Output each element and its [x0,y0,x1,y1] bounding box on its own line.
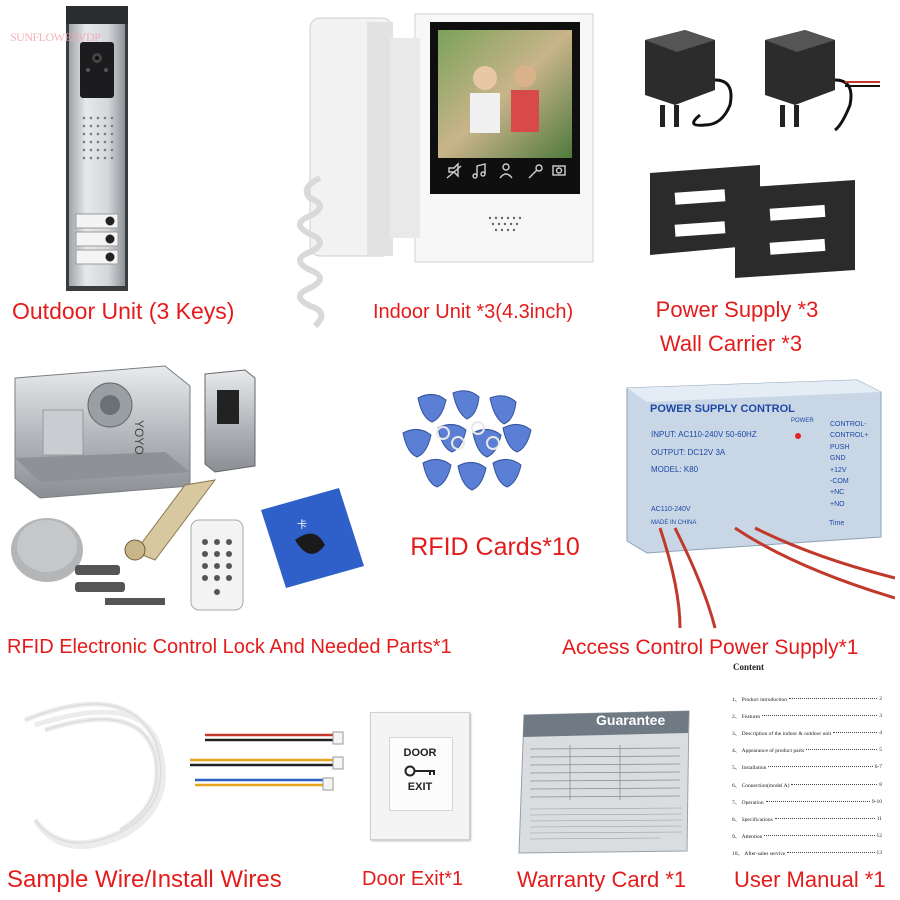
psu-ac-label: AC110-240V [651,506,691,513]
toc-row: 9、 Attention 12 [732,828,882,845]
lock-brand: YOYO [132,420,146,455]
toc-label: 2、 Features [732,713,761,720]
user-manual-page: Content 1、 Product introduction 2 2、 Fea… [720,660,895,865]
camera-icon[interactable] [552,165,566,176]
psu-power-led-label: POWER [791,418,814,424]
indoor-caption: Indoor Unit *3(4.3inch) [373,301,574,323]
toc-page: 6-7 [874,764,882,771]
monitor-icon[interactable] [499,163,513,179]
manual-toc: 1、 Product introduction 2 2、 Features 3 … [732,690,882,862]
toc-label: 9、 Attention [732,834,763,841]
outdoor-unit [66,6,128,291]
terminal-label: +NC [830,489,845,497]
door-exit-caption: Door Exit*1 [362,868,464,890]
psu-time-label: Time [829,520,845,527]
toc-page: 13 [876,850,883,857]
toc-row: 7、 Operation 9-10 [732,793,882,810]
psu-made-in: MADE IN CHINA [651,520,697,526]
psu-input: INPUT: AC110-240V 50-60HZ [651,430,757,439]
toc-page: 5 [879,747,882,754]
warranty-card: Guarantee [510,705,695,855]
door-exit-line1: DOOR [403,747,437,759]
indoor-unit [285,8,615,338]
rfid-cards-caption: RFID Cards*10 [410,533,580,561]
toc-page: 2 [879,695,882,702]
psu-output: OUTPUT: DC12V 3A [651,448,726,457]
toc-label: 3、 Description of the indoor & outdoor u… [732,730,832,737]
door-exit-button: DOOR EXIT [370,712,470,840]
warranty-title: Guarantee [596,712,666,728]
toc-row: 8、 Specifications 11 [732,810,882,827]
unlock-icon[interactable] [528,164,543,179]
toc-label: 4、 Appearance of product parts [732,748,805,755]
music-icon[interactable] [472,163,486,179]
toc-page: 12 [876,833,883,840]
toc-label: 1、 Product introduction [732,696,787,703]
door-exit-line2: EXIT [407,781,433,793]
toc-row: 4、 Appearance of product parts 5 [732,742,882,759]
psu-terminals: CONTROL- CONTROL+ PUSH GND +12V -COM +NC… [830,419,868,510]
mute-icon[interactable] [446,162,462,179]
toc-label: 10、 After-sales service [732,851,786,858]
access-power-supply: POWER SUPPLY CONTROL POWER INPUT: AC110-… [615,368,895,630]
toc-page: 3 [879,712,882,719]
wall-carrier-caption: Wall Carrier *3 [659,331,803,356]
rfid-fobs [398,388,548,508]
wall-carriers [645,163,860,281]
terminal-label: +12V [830,466,847,474]
warranty-caption: Warranty Card *1 [517,867,687,892]
rfid-lock-caption: RFID Electronic Control Lock And Needed … [7,636,452,658]
toc-label: 6、 Connection(model A) [732,782,790,789]
terminal-label: -COM [830,478,849,486]
toc-row: 5、 Installation 6-7 [732,759,882,776]
terminal-label: PUSH [830,443,850,451]
toc-page: 8 [879,781,882,788]
toc-label: 5、 Installation [732,765,767,772]
power-supply-caption: Power Supply *3 [655,297,819,322]
card-label: 卡 [297,518,307,531]
manual-caption: User Manual *1 [734,867,886,892]
toc-row: 3、 Description of the indoor & outdoor u… [732,724,882,741]
toc-page: 11 [876,815,882,822]
toc-page: 4 [879,729,882,736]
outdoor-caption: Outdoor Unit (3 Keys) [12,298,235,324]
sample-wires [15,690,355,860]
terminal-label: GND [830,455,846,463]
toc-label: 7、 Operation [732,799,764,806]
sample-wire-caption: Sample Wire/Install Wires [7,866,282,893]
manual-heading: Content [733,662,764,672]
power-adapters [640,20,890,150]
toc-label: 8、 Specifications [732,816,773,823]
watermark: SUNFLOWERVDP [10,30,101,44]
terminal-label: +NO [830,500,845,508]
toc-row: 10、 After-sales service 13 [732,845,882,862]
toc-row: 1、 Product introduction 2 [732,690,882,707]
access-power-caption: Access Control Power Supply*1 [562,636,859,659]
key-icon [404,765,438,777]
terminal-label: CONTROL- [830,421,867,428]
toc-page: 9-10 [871,798,882,805]
psu-title: POWER SUPPLY CONTROL [650,403,795,415]
psu-model: MODEL: K80 [651,465,699,474]
toc-row: 2、 Features 3 [732,707,882,724]
rfid-lock-set: YOYO 卡 [5,360,375,630]
toc-row: 6、 Connection(model A) 8 [732,776,882,793]
terminal-label: CONTROL+ [830,432,869,440]
